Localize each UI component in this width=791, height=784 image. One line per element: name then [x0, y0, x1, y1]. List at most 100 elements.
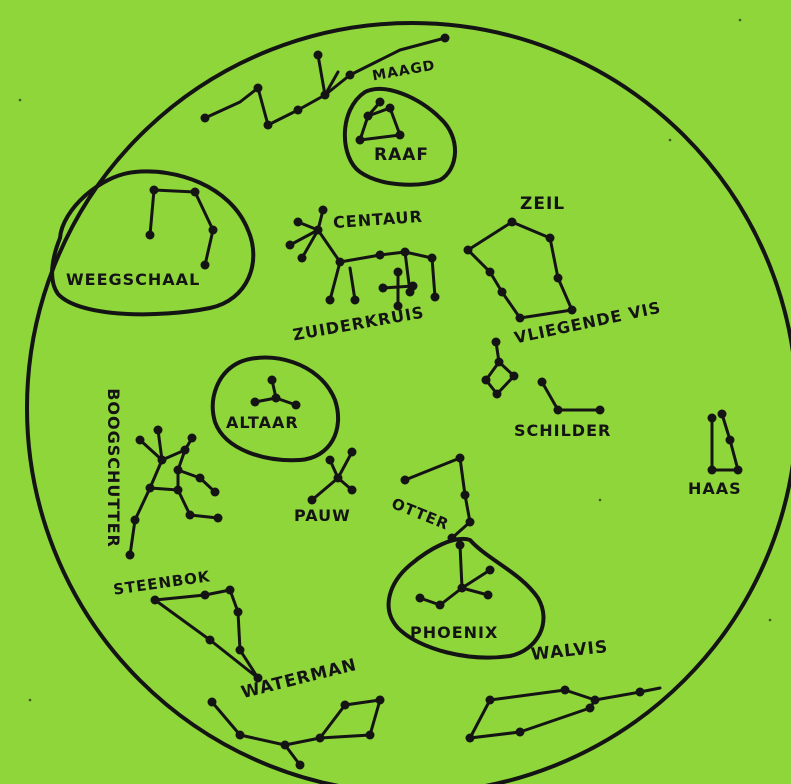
vliegende_vis-star — [492, 338, 501, 347]
boogschutter-star — [181, 446, 190, 455]
haas-star — [734, 466, 743, 475]
otter-star — [456, 454, 465, 463]
boogschutter-star — [146, 484, 155, 493]
walvis-star — [561, 686, 570, 695]
haas-star — [718, 410, 727, 419]
zeil-star — [568, 306, 577, 315]
steenbok-star — [234, 608, 243, 617]
label-boogschutter: BOOGSCHUTTER — [105, 388, 121, 548]
walvis-star — [516, 728, 525, 737]
boogschutter-star — [211, 488, 220, 497]
walvis-line — [470, 688, 660, 738]
centaur-star — [376, 251, 385, 260]
boogschutter-star — [158, 456, 167, 465]
enclosure-outlines — [52, 89, 543, 658]
zeil-star — [486, 268, 495, 277]
zeil-star — [516, 314, 525, 323]
label-altaar: ALTAAR — [226, 415, 299, 431]
raaf-star — [364, 112, 373, 121]
maagd-star — [294, 106, 303, 115]
maagd-star — [441, 34, 450, 43]
walvis-star — [591, 696, 600, 705]
zeil-star — [554, 274, 563, 283]
steenbok-star — [151, 596, 160, 605]
pauw-star — [326, 456, 335, 465]
waterman-star — [341, 701, 350, 710]
label-phoenix: PHOENIX — [410, 625, 498, 641]
altaar-star — [272, 394, 281, 403]
centaur-star — [314, 226, 323, 235]
sky-circle — [27, 23, 791, 784]
paper-speck — [769, 619, 772, 622]
boogschutter-line — [150, 488, 218, 518]
centaur-star — [401, 248, 410, 257]
constellation-lines — [130, 38, 738, 765]
pauw-star — [334, 474, 343, 483]
label-zeil: ZEIL — [520, 196, 565, 213]
maagd-line — [205, 38, 445, 125]
centaur-star — [294, 218, 303, 227]
boogschutter-star — [196, 474, 205, 483]
boogschutter-star — [174, 466, 183, 475]
label-haas: HAAS — [688, 481, 742, 497]
waterman-star — [376, 696, 385, 705]
walvis-star — [586, 704, 595, 713]
maagd-star — [264, 121, 273, 130]
phoenix-star — [436, 601, 445, 610]
waterman-star — [208, 698, 217, 707]
zuiderkruis-star — [379, 284, 388, 293]
steenbok-star — [206, 636, 215, 645]
weegschaal-line — [150, 190, 213, 265]
enclosure-altaar — [213, 358, 338, 461]
weegschaal-star — [201, 261, 210, 270]
weegschaal-star — [150, 186, 159, 195]
label-raaf: RAAF — [374, 147, 429, 164]
paper-speck — [739, 19, 742, 22]
waterman-star — [296, 761, 305, 770]
centaur-line — [318, 230, 435, 297]
centaur-star — [326, 296, 335, 305]
otter-star — [466, 518, 475, 527]
boogschutter-star — [136, 436, 145, 445]
centaur-star — [319, 206, 328, 215]
schilder-star — [596, 406, 605, 415]
paper-speck — [599, 499, 602, 502]
label-schilder: SCHILDER — [514, 423, 611, 439]
haas-star — [708, 466, 717, 475]
weegschaal-star — [191, 188, 200, 197]
maagd-star — [201, 114, 210, 123]
phoenix-line — [462, 570, 490, 588]
phoenix-star — [458, 584, 467, 593]
maagd-star — [254, 84, 263, 93]
label-weegschaal: WEEGSCHAAL — [66, 272, 200, 288]
centaur-star — [298, 254, 307, 263]
altaar-star — [251, 398, 260, 407]
raaf-star — [376, 98, 385, 107]
walvis-star — [636, 688, 645, 697]
waterman-star — [316, 734, 325, 743]
boogschutter-line — [130, 440, 162, 555]
raaf-star — [386, 104, 395, 113]
vliegende_vis-star — [495, 358, 504, 367]
waterman-star — [366, 731, 375, 740]
phoenix-star — [484, 591, 493, 600]
vliegende_vis-star — [482, 376, 491, 385]
paper-speck — [669, 139, 672, 142]
waterman-star — [236, 731, 245, 740]
schilder-star — [538, 378, 547, 387]
boogschutter-star — [186, 511, 195, 520]
boogschutter-line — [178, 450, 215, 492]
zuiderkruis-star — [394, 268, 403, 277]
phoenix-star — [456, 541, 465, 550]
otter-star — [401, 476, 410, 485]
walvis-star — [466, 734, 475, 743]
centaur-line — [330, 262, 340, 300]
weegschaal-star — [146, 231, 155, 240]
maagd-line — [318, 55, 325, 95]
maagd-star — [346, 71, 355, 80]
phoenix-star — [416, 594, 425, 603]
pauw-star — [308, 496, 317, 505]
weegschaal-star — [209, 226, 218, 235]
centaur-star — [336, 258, 345, 267]
